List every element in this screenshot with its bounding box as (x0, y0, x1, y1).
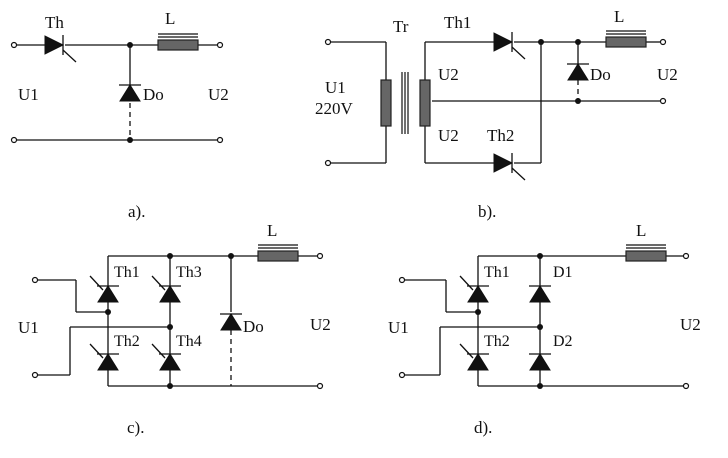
circuit-b-thyristor-2 (493, 153, 526, 181)
circuit-b-node (538, 39, 544, 45)
label-a-inductor: L (165, 9, 175, 28)
circuit-d-thyristor-2 (459, 343, 489, 371)
circuit-c-node (167, 383, 173, 389)
label-d-input: U1 (388, 318, 409, 337)
label-b-inductor: L (614, 7, 624, 26)
circuit-c: L Th1 Th3 Th2 Th4 Do U1 U2 c). (18, 221, 331, 437)
circuit-d-node (537, 324, 543, 330)
label-b-th2: Th2 (487, 126, 514, 145)
circuit-c-thyristor-1 (89, 275, 119, 303)
label-a-diode: Do (143, 85, 164, 104)
label-b-diode: Do (590, 65, 611, 84)
circuit-a-node (127, 42, 133, 48)
circuit-b-node (575, 39, 581, 45)
label-d-inductor: L (636, 221, 646, 240)
circuit-d-node (537, 383, 543, 389)
label-b-input-voltage: 220V (315, 99, 354, 118)
circuit-c-terminal (316, 252, 324, 260)
label-c-diode: Do (243, 317, 264, 336)
label-d-th1: Th1 (484, 264, 510, 281)
circuit-c-node (167, 253, 173, 259)
circuit-a-thyristor (44, 35, 77, 63)
circuit-d-terminal (398, 371, 406, 379)
circuit-d-terminal (682, 382, 690, 390)
circuit-b-freewheel-diode (567, 63, 589, 81)
label-d-d2: D2 (553, 333, 573, 350)
circuit-a-wires (16, 44, 218, 141)
circuit-d-thyristor-1 (459, 275, 489, 303)
circuit-d-diode-1 (529, 285, 551, 303)
label-c-th3: Th3 (176, 264, 202, 281)
caption-d: d). (474, 418, 492, 437)
circuit-c-thyristor-4 (151, 343, 181, 371)
circuit-d-node (475, 309, 481, 315)
label-d-output: U2 (680, 315, 701, 334)
circuit-d-diode-2 (529, 353, 551, 371)
label-c-th1: Th1 (114, 264, 140, 281)
circuit-d: L Th1 D1 Th2 D2 U1 U2 d). (388, 221, 701, 437)
circuit-a-freewheel-diode (119, 84, 141, 102)
circuit-b-inductor (605, 30, 647, 48)
circuit-a-node (127, 137, 133, 143)
circuit-a: Th L U1 Do U2 a). (10, 9, 229, 221)
label-b-th1: Th1 (444, 13, 471, 32)
label-a-input: U1 (18, 85, 39, 104)
circuit-c-node (167, 324, 173, 330)
circuit-c-terminal (316, 382, 324, 390)
label-d-d1: D1 (553, 264, 573, 281)
circuit-a-terminal (216, 41, 224, 49)
circuit-a-inductor (157, 33, 199, 51)
circuit-b-terminal (324, 159, 332, 167)
circuit-c-thyristor-3 (151, 275, 181, 303)
label-c-th2: Th2 (114, 333, 140, 350)
caption-c: c). (127, 418, 144, 437)
transformer (380, 72, 431, 134)
circuit-b-terminal (324, 38, 332, 46)
circuit-c-freewheel-diode (220, 313, 242, 331)
label-b-secondary-top: U2 (438, 65, 459, 84)
circuit-d-terminal (682, 252, 690, 260)
label-b-transformer: Tr (393, 17, 409, 36)
label-c-input: U1 (18, 318, 39, 337)
label-b-secondary-bottom: U2 (438, 126, 459, 145)
circuit-d-terminal (398, 276, 406, 284)
circuit-b-thyristor-1 (493, 32, 526, 60)
circuit-d-inductor (625, 244, 667, 262)
label-a-th: Th (45, 13, 64, 32)
circuit-c-terminal (31, 276, 39, 284)
circuit-a-terminal (10, 136, 18, 144)
circuit-b-node (575, 98, 581, 104)
circuit-c-inductor (257, 244, 299, 262)
circuit-c-node (105, 309, 111, 315)
circuit-b-terminal (659, 97, 667, 105)
circuit-b: Tr Th1 L U1 220V U2 U2 Do U2 Th2 b). (315, 7, 678, 221)
circuit-b-terminal (659, 38, 667, 46)
label-c-th4: Th4 (176, 333, 202, 350)
label-c-output: U2 (310, 315, 331, 334)
label-c-inductor: L (267, 221, 277, 240)
circuit-a-terminal (10, 41, 18, 49)
circuit-a-terminal (216, 136, 224, 144)
circuit-c-node (228, 253, 234, 259)
circuit-b-wires (330, 41, 661, 164)
caption-b: b). (478, 202, 496, 221)
circuit-d-node (537, 253, 543, 259)
caption-a: a). (128, 202, 145, 221)
label-b-output: U2 (657, 65, 678, 84)
label-a-output: U2 (208, 85, 229, 104)
label-d-th2: Th2 (484, 333, 510, 350)
label-b-input: U1 (325, 78, 346, 97)
circuit-c-terminal (31, 371, 39, 379)
circuit-c-thyristor-2 (89, 343, 119, 371)
